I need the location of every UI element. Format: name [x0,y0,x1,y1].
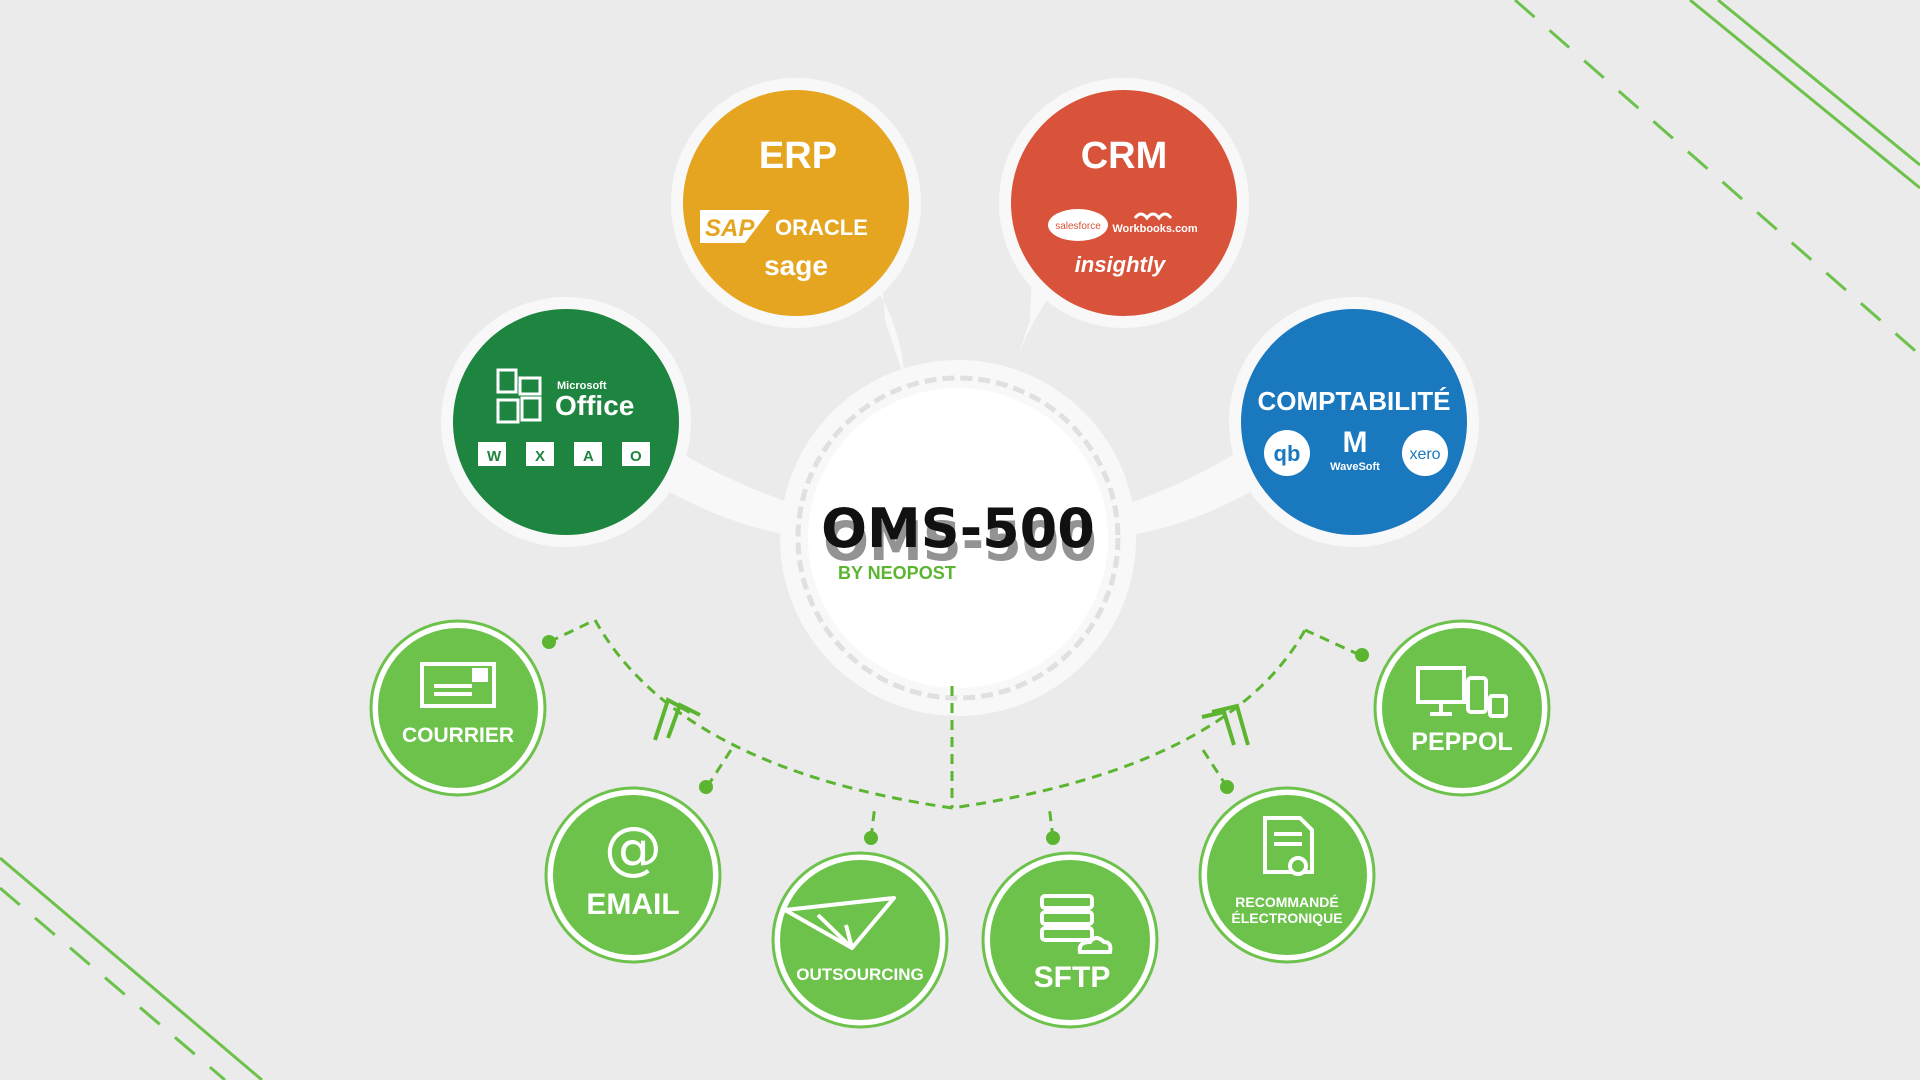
channel-peppol: PEPPOL [1373,619,1551,797]
outsourcing-label: OUTSOURCING [796,965,924,984]
xero-logo: xero [1402,430,1448,476]
erp-bubble: ERP SAP ORACLE sage [683,90,909,316]
comptabilite-title: COMPTABILITÉ [1257,386,1450,416]
svg-text:M: M [1343,426,1368,459]
connection-dots [542,635,1369,845]
certified-document-icon [1263,816,1314,876]
sftp-label: SFTP [1034,961,1111,994]
corner-decoration-bottom-left [0,856,263,1080]
channel-outsourcing: OUTSOURCING [771,851,949,1029]
quickbooks-logo: qb [1264,430,1310,476]
svg-text:W: W [487,448,502,465]
outlook-icon: O [622,442,650,466]
crm-title: CRM [1081,135,1168,177]
recommande-label-line2: ÉLECTRONIQUE [1231,910,1342,926]
office-logo-icon [496,368,542,424]
oracle-logo: ORACLE [775,215,868,240]
channel-sftp: SFTP [981,851,1159,1029]
svg-text:X: X [535,448,545,465]
insightly-logo: insightly [1075,252,1167,277]
workbooks-logo-text: Workbooks.com [1112,223,1198,235]
arrow-left-icon [653,697,701,741]
corner-decoration-top-right [1514,0,1920,357]
channel-courrier: COURRIER [369,619,547,797]
channel-email: @ EMAIL [544,786,722,964]
server-cloud-icon [1040,894,1113,954]
peppol-label: PEPPOL [1411,728,1512,756]
courrier-label: COURRIER [402,724,514,747]
excel-icon: X [526,442,554,466]
workbooks-logo: Workbooks.com [1112,212,1198,235]
access-icon: A [574,442,602,466]
channel-recommande: RECOMMANDÉ ÉLECTRONIQUE [1198,786,1376,964]
hub-title-reflection: OMS-500 [823,510,1097,573]
office-bubble: Microsoft Office W X A O [453,309,679,535]
arrow-right-icon [1201,703,1250,746]
wavesoft-logo: M WaveSoft [1330,426,1380,473]
salesforce-logo: salesforce [1048,209,1108,241]
wavesoft-logo-text: WaveSoft [1330,461,1380,473]
comptabilite-bubble: COMPTABILITÉ qb M WaveSoft xero [1241,309,1467,535]
svg-text:O: O [630,448,642,465]
hub-subtitle: BY NEOPOST [838,563,956,583]
office-brand-small: Microsoft [557,380,607,392]
salesforce-logo-text: salesforce [1055,221,1101,232]
crm-bubble: CRM salesforce Workbooks.com insightly [1011,90,1237,316]
at-sign-icon: @ [604,814,662,882]
quickbooks-logo-text: qb [1274,441,1301,466]
erp-title: ERP [759,135,837,177]
sap-logo-text: SAP [705,215,755,242]
envelope-icon [420,662,496,708]
word-icon: W [478,442,506,466]
sap-logo: SAP [700,210,770,243]
email-label: EMAIL [586,888,679,921]
devices-icon [1416,666,1508,718]
hub: OMS-500 OMS-500 BY NEOPOST [780,360,1136,716]
sage-logo: sage [764,250,828,281]
paper-plane-icon [783,896,896,950]
hub-title: OMS-500 [821,497,1095,560]
xero-logo-text: xero [1409,446,1440,463]
recommande-label-line1: RECOMMANDÉ [1235,894,1338,910]
svg-text:A: A [583,448,594,465]
office-brand: Office [555,390,634,421]
